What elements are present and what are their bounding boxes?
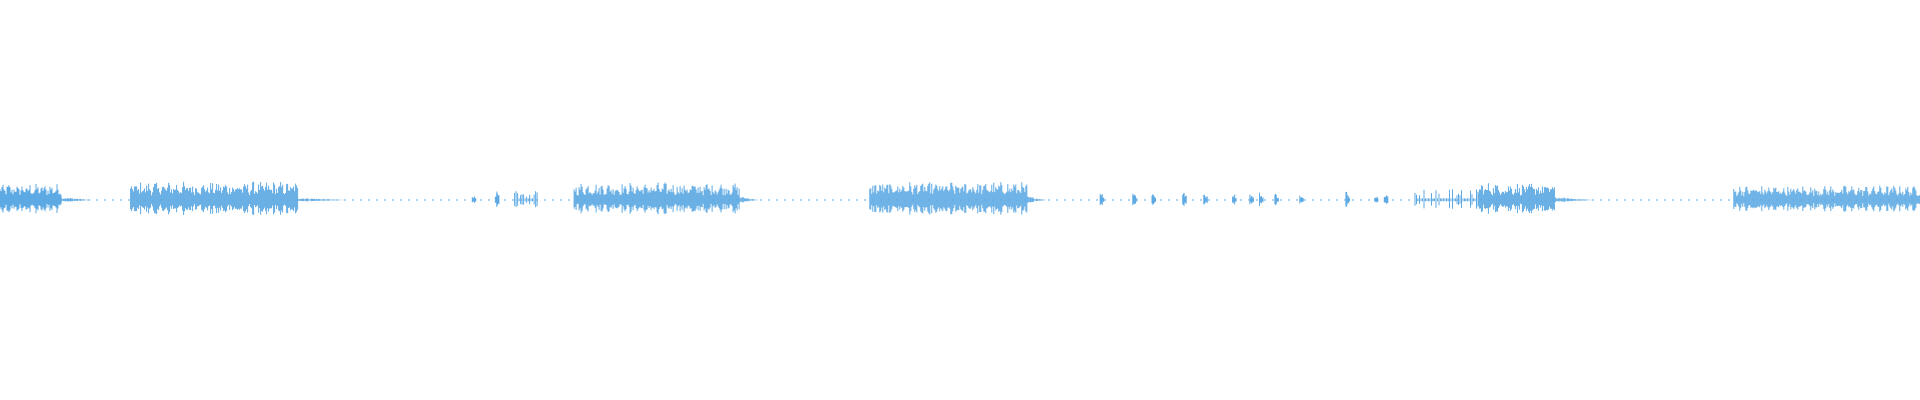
waveform-segment [1099, 193, 1105, 206]
waveform-segment [1132, 193, 1137, 206]
waveform-segment [1374, 197, 1379, 203]
waveform-segment [738, 197, 758, 203]
waveform-segment [0, 183, 62, 214]
waveform-segment [1414, 189, 1479, 209]
waveform-segment [471, 196, 477, 203]
waveform-segment [1554, 197, 1593, 203]
waveform-segment [494, 191, 500, 207]
waveform-segment [1182, 192, 1187, 206]
waveform-segment [297, 198, 345, 202]
waveform-segment [869, 182, 1028, 215]
waveform-segment [1299, 195, 1304, 204]
waveform-segment [1345, 191, 1350, 207]
waveform-segment [1026, 196, 1046, 203]
waveform-segment [1383, 195, 1389, 204]
waveform-segment [1477, 183, 1555, 214]
waveform-segment [573, 182, 740, 215]
waveform-segment [514, 191, 538, 208]
waveform-segment [1232, 194, 1237, 205]
waveform-segment [1259, 192, 1264, 206]
waveform-segment [1249, 194, 1254, 205]
waveform-segment [1203, 194, 1208, 205]
waveform-segment [1274, 193, 1279, 206]
waveform-segment [130, 181, 299, 215]
waveform-segment [1151, 194, 1156, 205]
waveform-segment [60, 197, 91, 202]
waveform-bars [0, 181, 1920, 215]
waveform-segment [1733, 185, 1920, 212]
